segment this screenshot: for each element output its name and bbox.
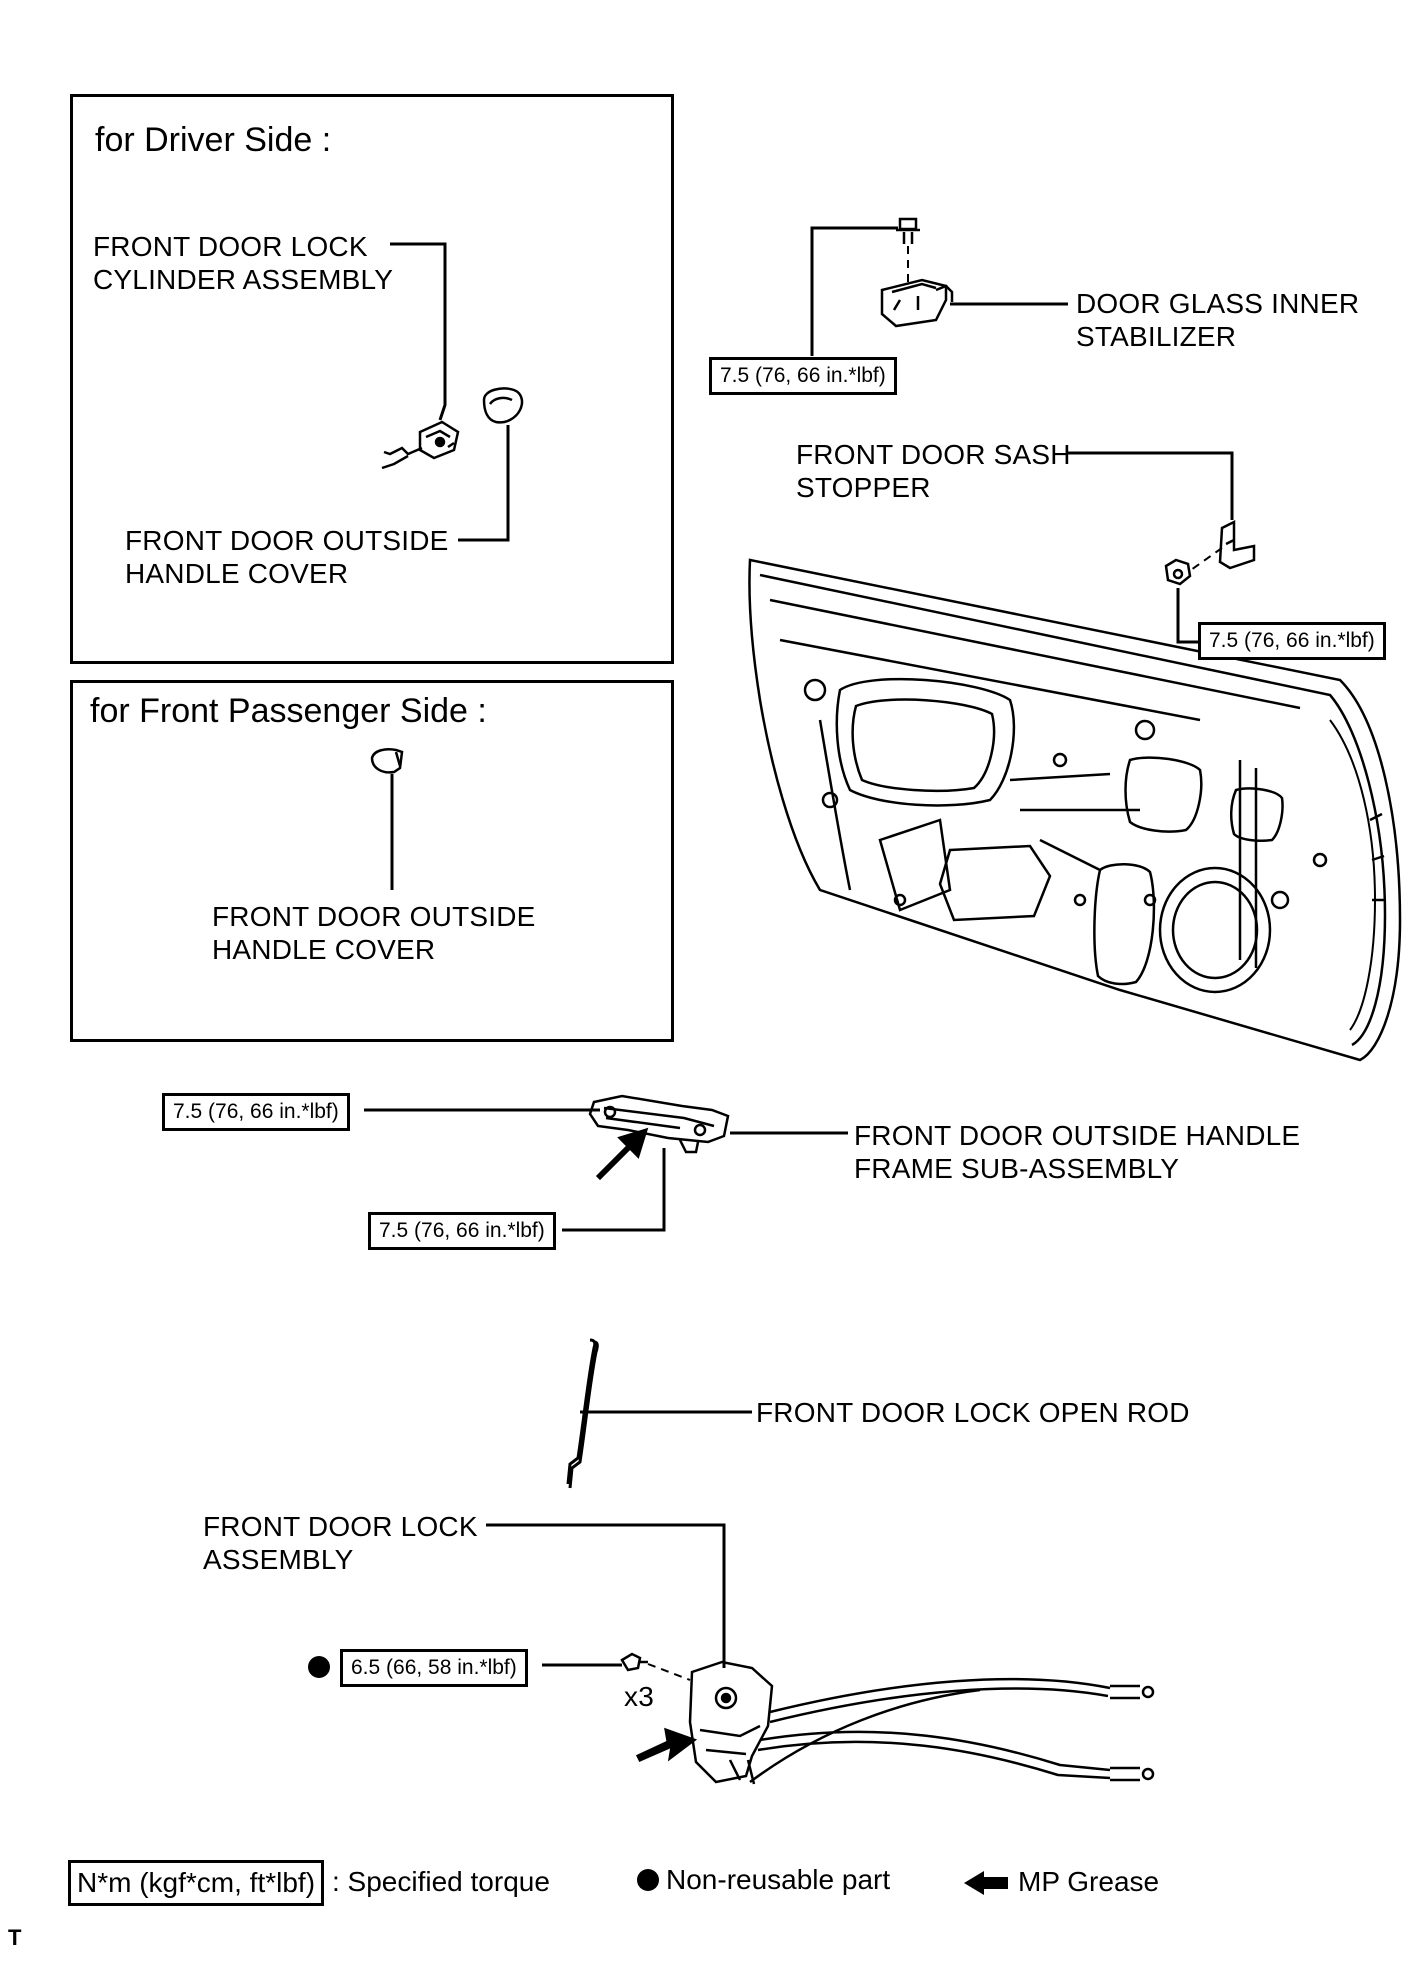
legend-grease-arrow — [964, 1871, 1008, 1895]
sash-stopper-label: FRONT DOOR SASH STOPPER — [796, 439, 1071, 503]
lock-cylinder-icon — [381, 420, 460, 470]
lock-assembly-icon — [688, 1660, 774, 1785]
stopper-axis — [1187, 547, 1223, 573]
handle-frame-label: FRONT DOOR OUTSIDE HANDLE FRAME SUB-ASSE… — [854, 1120, 1301, 1184]
door-panel-icon — [748, 558, 1402, 1062]
torque-sash-stopper: 7.5 (76, 66 in.*lbf) — [1198, 622, 1386, 660]
torque-lock-screws: 6.5 (66, 58 in.*lbf) — [340, 1649, 528, 1687]
passenger-side-panel — [70, 680, 674, 1042]
open-rod-label: FRONT DOOR LOCK OPEN ROD — [756, 1397, 1190, 1428]
legend-torque-text: : Specified torque — [332, 1866, 550, 1897]
screw-axis — [647, 1663, 691, 1681]
passenger-panel-title: for Front Passenger Side : — [90, 692, 487, 730]
grease-arrow-frame — [595, 1127, 649, 1181]
handle-cover-passenger-icon — [370, 748, 404, 774]
handle-cover-icon — [482, 387, 524, 424]
leader-handle-cover-driver — [458, 425, 510, 542]
nonreusable-dot — [308, 1656, 330, 1678]
leader-lock-assembly — [486, 1523, 726, 1668]
driver-side-panel — [70, 94, 674, 664]
torque-handle-frame-upper: 7.5 (76, 66 in.*lbf) — [162, 1093, 350, 1131]
leader-stabilizer-torque — [810, 226, 898, 356]
legend-nonreusable-dot — [637, 1869, 659, 1891]
handle-frame-icon — [588, 1094, 730, 1154]
lock-cables — [749, 1677, 1155, 1784]
driver-panel-title: for Driver Side : — [95, 121, 332, 159]
open-rod-icon — [566, 1338, 599, 1489]
leader-lock-cylinder — [390, 242, 447, 421]
footer-mark: T — [8, 1925, 22, 1950]
lock-cylinder-label: FRONT DOOR LOCK CYLINDER ASSEMBLY — [93, 231, 394, 295]
screw-qty-label: x3 — [624, 1681, 654, 1712]
leader-frame-lower-torque — [562, 1148, 666, 1232]
sash-stopper-icon — [1218, 519, 1256, 570]
nut-icon — [1164, 558, 1192, 586]
glass-stabilizer-label: DOOR GLASS INNER STABILIZER — [1076, 288, 1360, 352]
torque-handle-frame-lower: 7.5 (76, 66 in.*lbf) — [368, 1212, 556, 1250]
legend-torque-unit-box: N*m (kgf*cm, ft*lbf) — [68, 1860, 325, 1906]
torque-stabilizer-bolt: 7.5 (76, 66 in.*lbf) — [709, 357, 897, 395]
leader-sash-stopper — [1068, 451, 1234, 520]
screw-icon — [620, 1652, 648, 1672]
grease-arrow-lock — [635, 1727, 698, 1762]
handle-cover-driver-label: FRONT DOOR OUTSIDE HANDLE COVER — [125, 525, 449, 589]
leader-sash-torque — [1176, 588, 1202, 644]
legend-grease-text: MP Grease — [1018, 1866, 1160, 1897]
lock-assembly-label: FRONT DOOR LOCK ASSEMBLY — [203, 1511, 478, 1575]
legend-nonreusable-text: Non-reusable part — [666, 1864, 891, 1895]
stabilizer-icon — [880, 278, 954, 328]
bolt-icon — [896, 217, 920, 244]
handle-cover-passenger-label: FRONT DOOR OUTSIDE HANDLE COVER — [212, 901, 536, 965]
